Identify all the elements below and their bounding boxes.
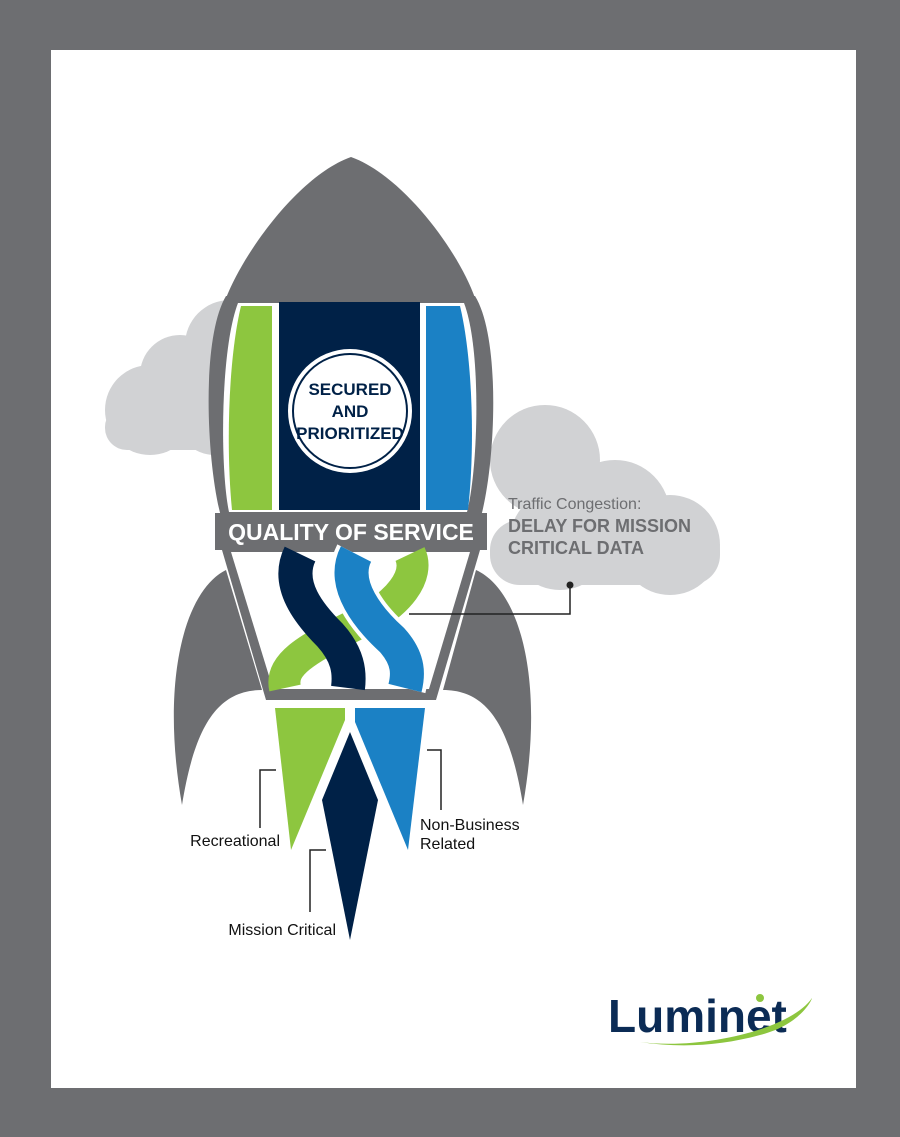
blue-stripe (426, 306, 472, 510)
non-business-leader (427, 749, 442, 810)
left-fin (173, 570, 262, 805)
non-business-label-1: Non-Business (420, 817, 520, 834)
badge-line-2: AND (332, 402, 369, 421)
recreational-leader (259, 769, 276, 828)
nose-cone (226, 157, 475, 298)
qos-band (215, 513, 487, 550)
blue-strand (334, 546, 424, 693)
mission-critical-label: Mission Critical (228, 922, 336, 939)
badge-line-1: SECURED (308, 380, 391, 399)
leader-lines (259, 585, 571, 912)
green-stripe (228, 306, 272, 510)
callout-leader-dot (566, 581, 574, 589)
navy-strand (278, 546, 366, 691)
callout-leader (409, 585, 571, 615)
callout-line-1: DELAY FOR MISSION (508, 516, 691, 536)
luminet-logo: Luminet (608, 990, 812, 1046)
navy-flame (322, 732, 378, 940)
callout-prefix: Traffic Congestion: (508, 496, 641, 513)
green-flame (275, 708, 345, 850)
callout-line-2: CRITICAL DATA (508, 538, 644, 558)
non-business-label-2: Related (420, 836, 475, 853)
qos-label: QUALITY OF SERVICE (228, 519, 474, 545)
badge-ring (292, 353, 408, 469)
logo-i-dot (756, 994, 764, 1002)
right-fin (443, 570, 532, 805)
badge-line-3: PRIORITIZED (296, 424, 404, 443)
mission-critical-leader (309, 849, 326, 912)
blue-flame (355, 708, 425, 850)
recreational-label: Recreational (190, 833, 280, 850)
badge-circle (288, 349, 412, 473)
right-cloud (490, 405, 720, 595)
